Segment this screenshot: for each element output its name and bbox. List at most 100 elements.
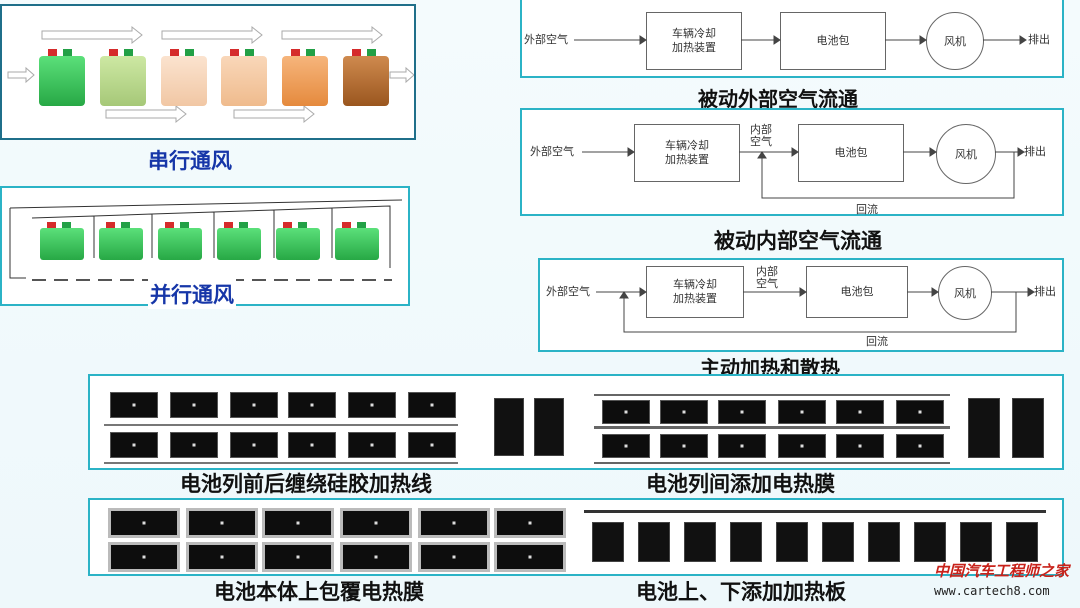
- battery-cell: [408, 392, 456, 418]
- battery-cell: [896, 400, 944, 424]
- flow3-return-label: 回流: [866, 335, 888, 348]
- battery-cell: [110, 392, 158, 418]
- battery-cell: [602, 400, 650, 424]
- battery-cell: [262, 542, 334, 572]
- flow-passive-external-panel: 外部空气 车辆冷却 加热装置 电池包 风机 排出: [520, 0, 1064, 78]
- battery-cell: [288, 432, 336, 458]
- flow1-heater-box: 车辆冷却 加热装置: [646, 12, 742, 70]
- battery-cell: [170, 392, 218, 418]
- plate-caption: 电池上、下添加加热板: [636, 580, 846, 604]
- heating-film: [594, 462, 950, 464]
- watermark-logo-text: 中国汽车工程师之家: [934, 562, 1070, 580]
- heating-wire: [104, 424, 458, 426]
- parallel-ventilation-diagram: [9, 199, 403, 281]
- battery-cell: [718, 434, 766, 458]
- battery-cell: [602, 434, 650, 458]
- battery-cell: [262, 508, 334, 538]
- flow3-exhaust-label: 排出: [1034, 285, 1056, 298]
- heating-panel-top: [88, 374, 1064, 470]
- flow-active-panel: 外部空气 车辆冷却 加热装置 内部 空气 电池包 风机 排出 回流: [538, 258, 1064, 352]
- battery-cell: [348, 392, 396, 418]
- series-ventilation-diagram: [7, 25, 414, 124]
- battery-cell: [348, 432, 396, 458]
- battery-cell: [288, 392, 336, 418]
- flow1-arrows: [574, 35, 1027, 45]
- battery-cell: [408, 432, 456, 458]
- flow2-return-label: 回流: [856, 203, 878, 216]
- battery-cell-vertical: [730, 522, 762, 562]
- battery-cell: [494, 508, 566, 538]
- battery-cell-vertical: [914, 522, 946, 562]
- film-cover-caption: 电池本体上包覆电热膜: [214, 580, 424, 604]
- film-between-pack: [594, 394, 950, 466]
- wire-wrap-pack: [102, 384, 458, 464]
- battery-cell: [718, 400, 766, 424]
- battery-cell-vertical: [776, 522, 808, 562]
- flow3-fan-circle: 风机: [938, 266, 992, 320]
- series-ventilation-title: 串行通风: [148, 149, 232, 173]
- battery-cell: [418, 508, 490, 538]
- battery-cell: [418, 542, 490, 572]
- battery-cell: [778, 400, 826, 424]
- flow1-battery-box: 电池包: [780, 12, 886, 70]
- battery-cell-vertical: [960, 522, 992, 562]
- flow2-internal-air-label: 内部 空气: [750, 123, 772, 148]
- battery-cell: [778, 434, 826, 458]
- flow3-arrows: [596, 287, 1035, 333]
- watermark-url: www.cartech8.com: [934, 584, 1050, 598]
- series-ventilation-panel: [0, 4, 416, 140]
- battery-cell-vertical: [592, 522, 624, 562]
- battery-cell-vertical: [868, 522, 900, 562]
- battery-cell: [170, 432, 218, 458]
- parallel-ventilation-panel: 并行通风: [0, 186, 410, 309]
- battery-cell-vertical: [1012, 398, 1044, 458]
- parallel-ventilation-title: 并行通风: [148, 279, 236, 309]
- flow2-heater-box: 车辆冷却 加热装置: [634, 124, 740, 182]
- flow1-title: 被动外部空气流通: [698, 87, 858, 111]
- heating-wire: [104, 462, 458, 464]
- battery-cell: [108, 542, 180, 572]
- flow2-battery-box: 电池包: [798, 124, 904, 182]
- battery-cell: [836, 434, 884, 458]
- flow2-external-air-label: 外部空气: [530, 145, 574, 158]
- battery-cell-vertical: [822, 522, 854, 562]
- flow3-internal-air-label: 内部 空气: [756, 265, 778, 290]
- battery-cell: [340, 508, 412, 538]
- heating-panel-bottom: [88, 498, 1064, 576]
- flow1-external-air-label: 外部空气: [524, 33, 568, 46]
- heating-film: [594, 394, 950, 396]
- heating-plate-top: [584, 510, 1046, 513]
- battery-cell-vertical: [968, 398, 1000, 458]
- flow3-external-air-label: 外部空气: [546, 285, 590, 298]
- battery-cell-vertical: [494, 398, 524, 456]
- wire-wrap-caption: 电池列前后缠绕硅胶加热线: [180, 472, 432, 496]
- film-between-caption: 电池列间添加电热膜: [646, 472, 835, 496]
- battery-cell-vertical: [1006, 522, 1038, 562]
- battery-cell: [660, 400, 708, 424]
- battery-cell: [186, 508, 258, 538]
- battery-cell: [186, 542, 258, 572]
- heating-film: [594, 426, 950, 429]
- plate-pack: [584, 508, 1048, 570]
- battery-cell: [110, 432, 158, 458]
- flow2-title: 被动内部空气流通: [714, 229, 882, 253]
- flow2-fan-circle: 风机: [936, 124, 996, 184]
- battery-cell: [340, 542, 412, 572]
- flow3-battery-box: 电池包: [806, 266, 908, 318]
- battery-cell: [836, 400, 884, 424]
- battery-cell-vertical: [684, 522, 716, 562]
- film-cover-pack: [104, 504, 566, 572]
- battery-cell: [230, 432, 278, 458]
- flow-passive-internal-panel: 外部空气 车辆冷却 加热装置 内部 空气 电池包 风机 排出 回流: [520, 108, 1064, 216]
- flow1-exhaust-label: 排出: [1028, 33, 1050, 46]
- flow2-exhaust-label: 排出: [1024, 145, 1046, 158]
- battery-cell-vertical: [638, 522, 670, 562]
- flow1-fan-circle: 风机: [926, 12, 984, 70]
- battery-cell: [896, 434, 944, 458]
- battery-cell: [494, 542, 566, 572]
- flow2-arrows: [582, 147, 1025, 199]
- battery-cell-vertical: [534, 398, 564, 456]
- battery-cell: [660, 434, 708, 458]
- battery-cell: [108, 508, 180, 538]
- battery-cell: [230, 392, 278, 418]
